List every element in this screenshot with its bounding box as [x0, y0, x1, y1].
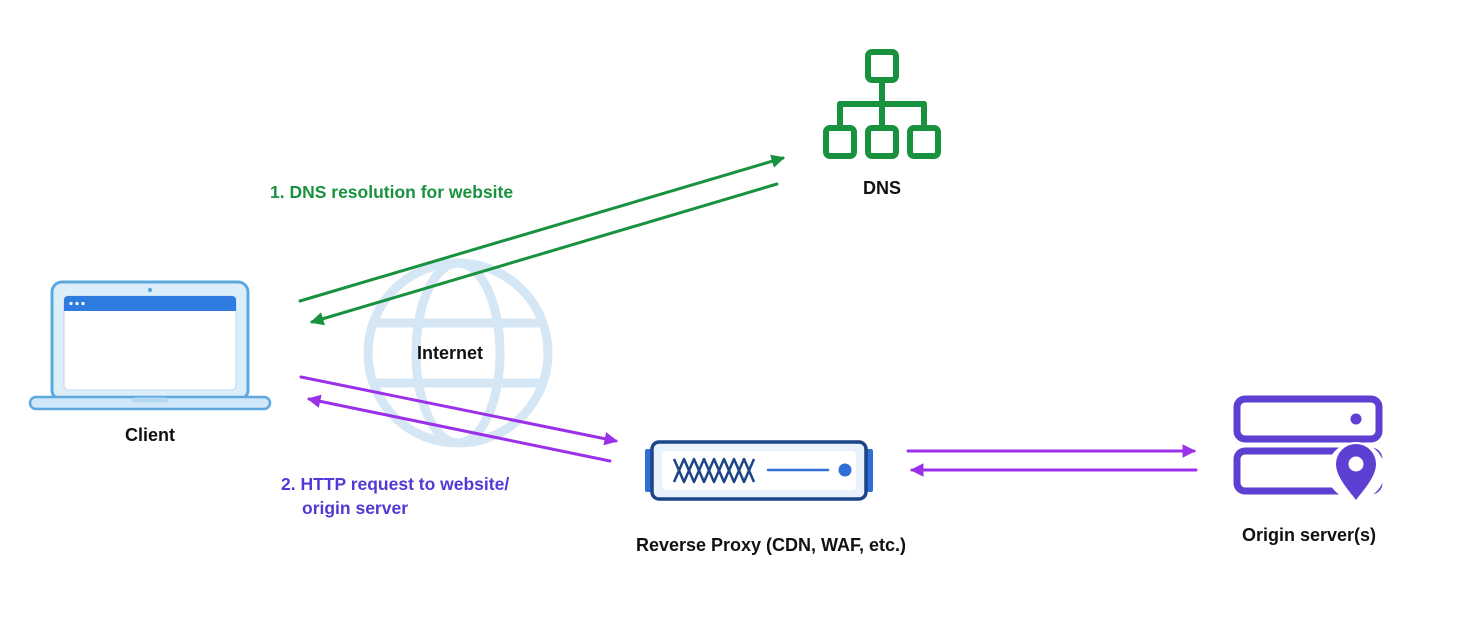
dns-icon — [823, 49, 941, 159]
location-pin-icon — [1336, 444, 1376, 500]
origin-servers-icon — [1233, 395, 1385, 500]
client-label: Client — [125, 425, 175, 445]
client-dns-arrows — [298, 154, 785, 326]
proxy-indicator-dot — [838, 463, 852, 477]
arrow-proxy-to-client — [307, 394, 612, 463]
step2-annotation-line2: origin server — [302, 498, 408, 518]
client-laptop-icon — [28, 280, 272, 411]
arrow-client-to-proxy — [299, 375, 618, 446]
step2-annotation-line1: 2. HTTP request to website/ — [281, 474, 509, 494]
reverse-proxy-label: Reverse Proxy (CDN, WAF, etc.) — [636, 535, 906, 555]
client-proxy-arrows — [299, 375, 618, 463]
dns-label: DNS — [863, 178, 901, 198]
location-pin-hole — [1348, 456, 1364, 472]
origin-top-dot — [1350, 413, 1362, 425]
proxy-pattern-zigzag-a — [672, 457, 756, 484]
internet-globe-icon — [363, 258, 553, 448]
arrow-dns-to-client — [310, 182, 779, 326]
proxy-pattern-zigzag-b — [672, 457, 756, 484]
step1-annotation: 1. DNS resolution for website — [270, 182, 513, 202]
arrow-client-to-dns — [298, 154, 785, 303]
browser-titlebar — [64, 296, 236, 311]
origin-label: Origin server(s) — [1242, 525, 1376, 545]
internet-label: Internet — [417, 343, 483, 363]
reverse-proxy-icon — [645, 440, 873, 501]
proxy-origin-arrows — [906, 444, 1198, 477]
